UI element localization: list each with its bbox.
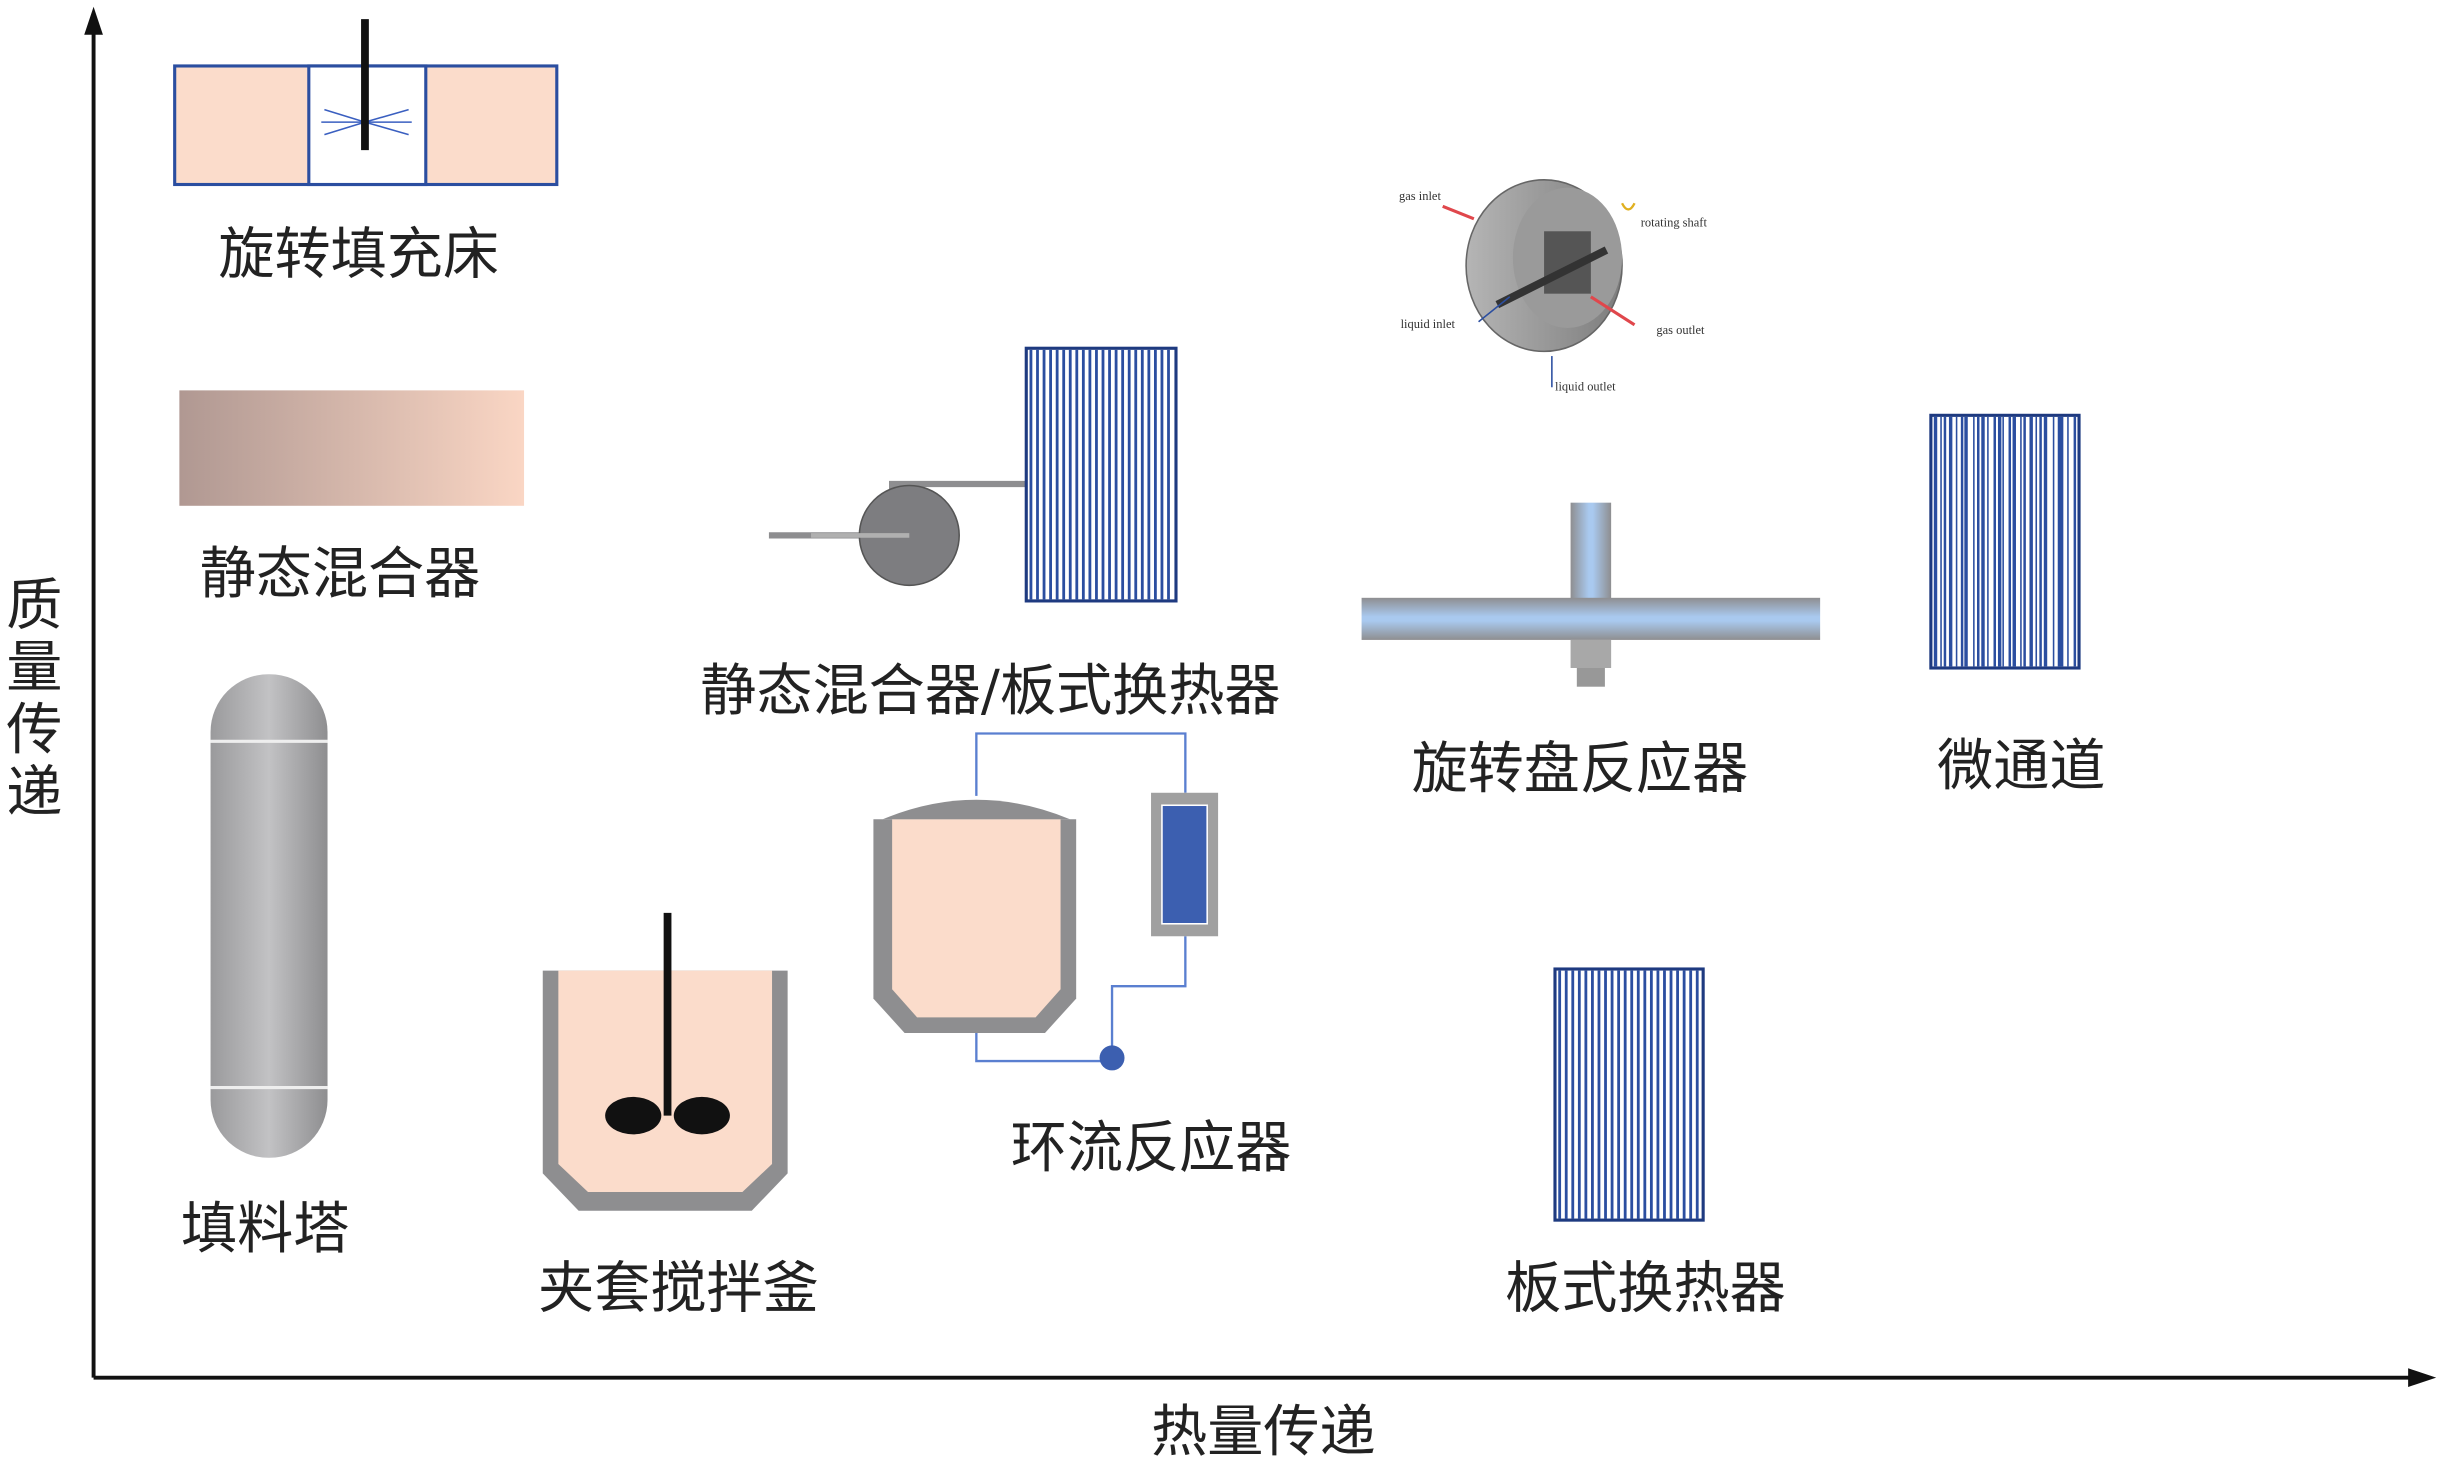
rotating-disc-illustration: gas inlet rotating shaft liquid inlet ga…: [1399, 179, 1708, 393]
gas-inlet-annotation: gas inlet: [1399, 189, 1441, 203]
label-rotating-packed-bed: 旋转填充床: [218, 222, 499, 287]
gas-outlet-annotation: gas outlet: [1656, 323, 1705, 337]
microchannel-stripes: [1933, 416, 2077, 667]
label-packed-tower: 填料塔: [181, 1197, 349, 1262]
liquid-outlet-annotation: liquid outlet: [1555, 379, 1616, 393]
microchannel-icon: [1929, 413, 2081, 670]
x-axis-label: 热量传递: [1151, 1400, 1376, 1465]
label-static-mixer-plate-hx: 静态混合器/板式换热器: [700, 659, 1280, 724]
label-jacketed-stirred-tank: 夹套搅拌釜: [538, 1256, 819, 1321]
plate-heat-exchanger-icon: [1553, 967, 1705, 1222]
y-axis-label: 质量传递: [6, 573, 62, 825]
rotating-packed-bed-icon: [173, 19, 559, 187]
label-static-mixer: 静态混合器: [200, 542, 481, 607]
plate-stripes: [1029, 349, 1170, 600]
x-axis: [93, 1368, 2437, 1388]
spinning-disc-reactor-icon: [1361, 502, 1821, 687]
jacketed-stirred-tank-icon: [542, 912, 788, 1211]
packed-tower-icon: [210, 674, 328, 1158]
label-loop-reactor: 环流反应器: [1011, 1116, 1292, 1181]
static-mixer-icon: [179, 390, 525, 506]
plate-stripes: [1558, 970, 1699, 1219]
label-spinning-disc-reactor: 旋转盘反应器: [1412, 737, 1749, 802]
loop-reactor-icon: [873, 732, 1219, 1071]
label-microchannel: 微通道: [1937, 734, 2105, 799]
pump-icon: [1099, 1045, 1125, 1071]
label-plate-heat-exchanger: 板式换热器: [1505, 1256, 1786, 1321]
static-mixer-plate-hx-icon: [768, 346, 1178, 603]
rotating-shaft-annotation: rotating shaft: [1641, 216, 1708, 230]
liquid-inlet-annotation: liquid inlet: [1401, 317, 1456, 331]
y-axis: [84, 6, 103, 1378]
